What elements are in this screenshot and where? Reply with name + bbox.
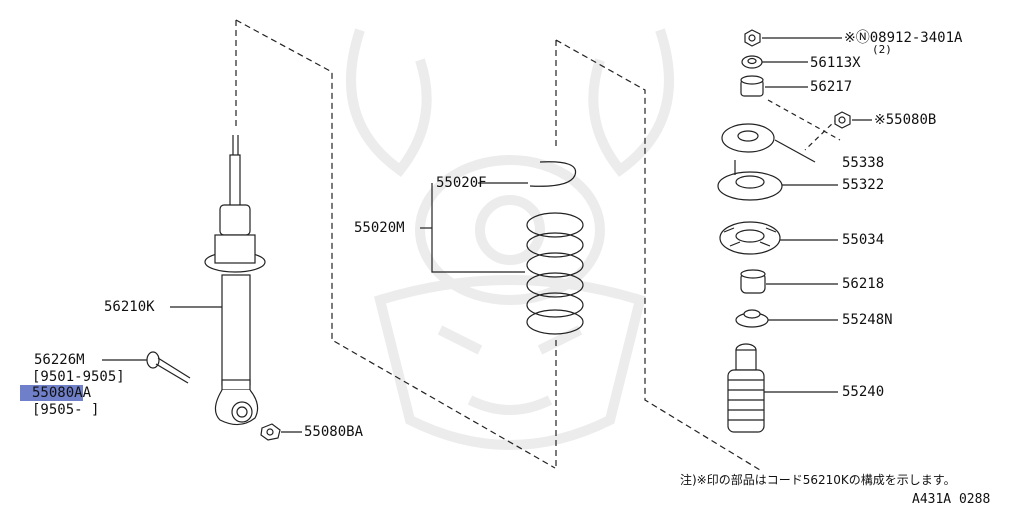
- bump-stopper-seat-icon: [740, 269, 766, 294]
- small-nut-icon: [834, 111, 851, 129]
- mount-plate-icon: [721, 123, 775, 153]
- part-label-56217[interactable]: 56217: [810, 79, 853, 95]
- part-qty-08912: (2): [872, 43, 892, 56]
- part-label-55080b[interactable]: ※55080B: [874, 112, 937, 128]
- footnote: 注)※印の部品はコード56210Kの構成を示します。: [680, 473, 956, 487]
- part-label-55240[interactable]: 55240: [842, 384, 885, 400]
- part-label-56210k[interactable]: 56210K: [104, 299, 155, 315]
- bushing-icon: [740, 75, 764, 97]
- dash-small: [767, 99, 841, 151]
- part-label-55020f[interactable]: 55020F: [436, 175, 487, 191]
- spring-seat-icon: [529, 161, 577, 187]
- diagram-code: A431A 0288: [912, 492, 991, 507]
- nut-icon: [260, 423, 281, 441]
- leader-lines: [102, 37, 872, 433]
- shock-absorber-icon: [204, 135, 266, 426]
- part-label-55248n[interactable]: 55248N: [842, 312, 893, 328]
- dust-boot-icon: [727, 343, 765, 433]
- part-label-56226m[interactable]: 56226M: [34, 352, 85, 368]
- insulator-icon: [735, 309, 769, 328]
- part-label-55080aa-suffix: A: [82, 385, 92, 401]
- part-label-55080aa-highlight[interactable]: 55080A: [20, 385, 83, 401]
- top-nut-icon: [744, 29, 761, 47]
- part-label-55080ba[interactable]: 55080BA: [304, 424, 364, 440]
- dash-box-spring: [555, 39, 761, 471]
- part-label-55338[interactable]: 55338: [842, 155, 885, 171]
- part-range-55080aa: [9505- ]: [32, 402, 100, 418]
- bolt-icon: [146, 351, 191, 384]
- part-label-56218[interactable]: 56218: [842, 276, 885, 292]
- part-label-55020m[interactable]: 55020M: [354, 220, 405, 236]
- part-label-55322[interactable]: 55322: [842, 177, 885, 193]
- coil-spring-icon: [526, 212, 584, 335]
- part-label-55080aa[interactable]: 55080AA: [20, 385, 91, 401]
- dash-box-shock: [235, 19, 556, 469]
- washer-icon: [741, 55, 763, 69]
- part-label-55034[interactable]: 55034: [842, 232, 885, 248]
- part-label-08912-3401a[interactable]: ※Ⓝ08912-3401A: [844, 30, 963, 46]
- part-label-56113x[interactable]: 56113X: [810, 55, 861, 71]
- strut-mount-icon: [717, 160, 783, 201]
- rubber-seat-icon: [719, 221, 781, 255]
- samurai-watermark-icon: [346, 28, 674, 450]
- part-range-56226m: [9501-9505]: [32, 369, 125, 385]
